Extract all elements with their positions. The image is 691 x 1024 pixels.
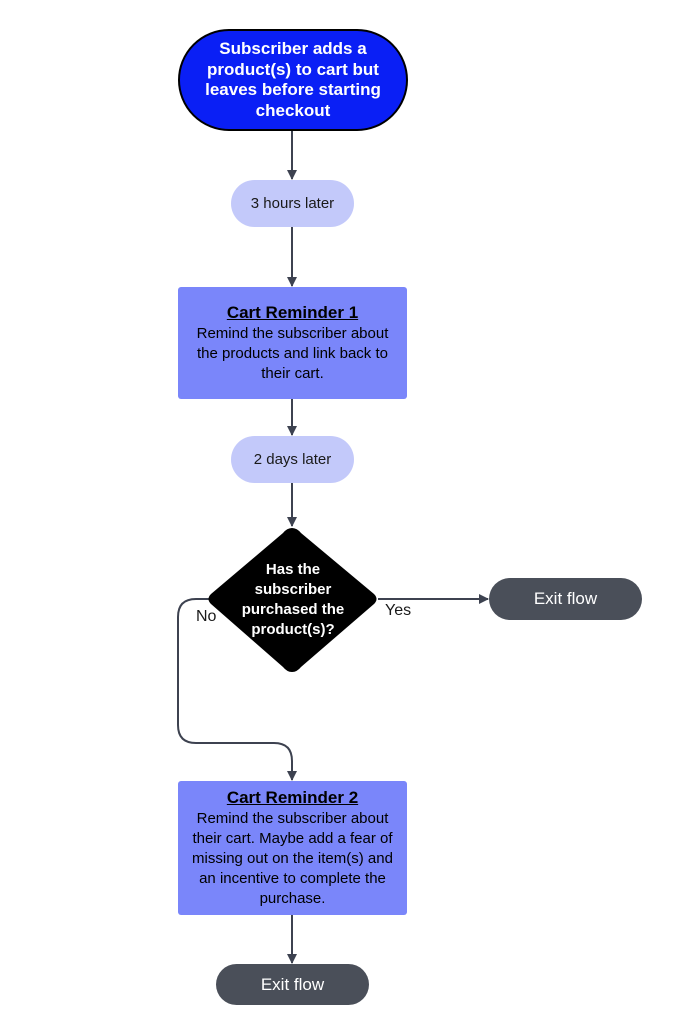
exit-flow-node-2: Exit flow (216, 964, 369, 1005)
start-node-text: Subscriber adds a product(s) to cart but… (205, 39, 381, 120)
cart-reminder-2-node: Cart Reminder 2 Remind the subscriber ab… (178, 781, 407, 915)
delay-node-2-days: 2 days later (231, 436, 354, 483)
edge-label-no: No (196, 608, 217, 625)
connector-decision-no-to-reminder2 (177, 598, 297, 781)
cart-reminder-2-body: Remind the subscriber about their cart. … (192, 810, 393, 907)
cart-reminder-1-node: Cart Reminder 1 Remind the subscriber ab… (178, 287, 407, 399)
decision-node-text: Has the subscriber purchased the product… (241, 561, 345, 638)
cart-reminder-1-body: Remind the subscriber about the products… (196, 325, 389, 382)
decision-diamond (208, 528, 377, 672)
cart-reminder-2-title: Cart Reminder 2 (226, 788, 359, 807)
delay-node-text: 2 days later (253, 451, 332, 468)
start-node: Subscriber adds a product(s) to cart but… (178, 29, 408, 131)
exit-flow-text: Exit flow (533, 589, 598, 608)
delay-node-3-hours: 3 hours later (231, 180, 354, 227)
exit-flow-node-1: Exit flow (489, 578, 642, 620)
delay-node-text: 3 hours later (250, 195, 335, 212)
exit-flow-text: Exit flow (260, 974, 325, 994)
cart-reminder-1-title: Cart Reminder 1 (226, 303, 359, 322)
edge-label-yes: Yes (385, 602, 412, 619)
